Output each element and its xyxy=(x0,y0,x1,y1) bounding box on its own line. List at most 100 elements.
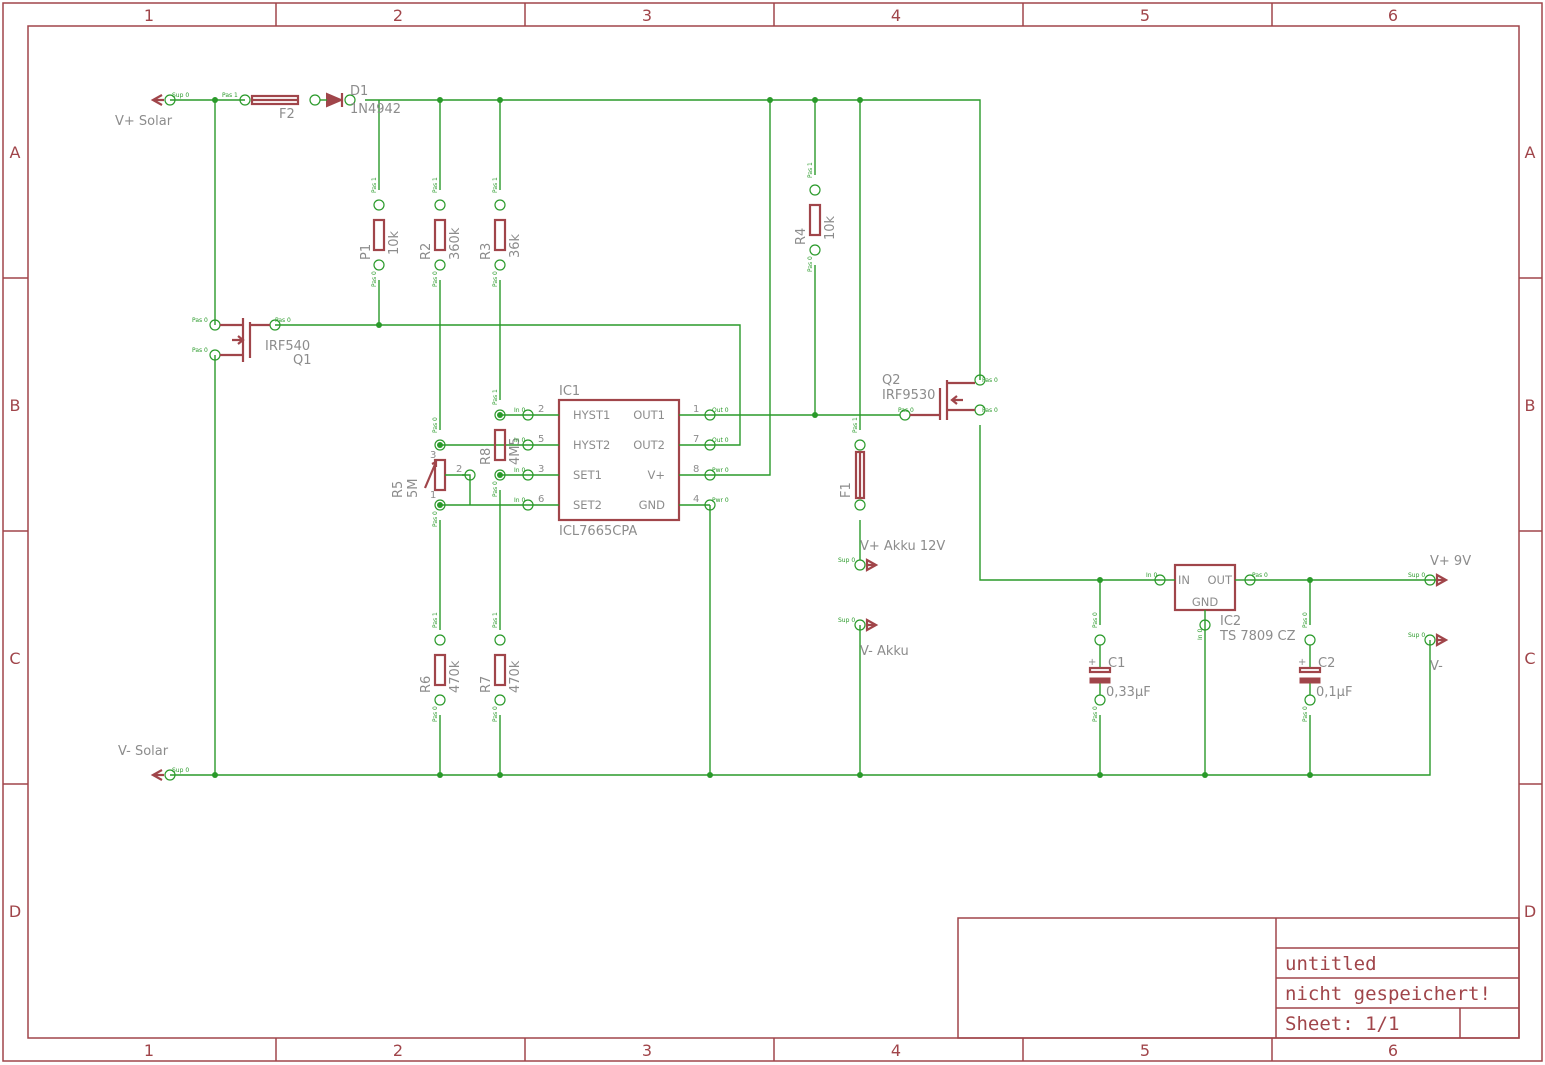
pin-tag: In 0 xyxy=(514,467,525,474)
label-ic2-value: TS 7809 CZ xyxy=(1219,629,1296,644)
pin-tag: Pwr 0 xyxy=(712,467,729,474)
ic2-pin-gnd: GND xyxy=(1192,595,1219,609)
supply-v-plus-akku: Sup 0 V+ Akku 12V xyxy=(838,539,945,572)
label-ic2-name: IC2 xyxy=(1220,614,1241,629)
label-v-plus-9v: V+ 9V xyxy=(1430,554,1471,569)
pin-tag: Pas 0 xyxy=(432,706,439,722)
label-p1-name: P1 xyxy=(359,244,374,260)
capacitor-c1: + Pas 0 Pas 0 C1 0,33µF xyxy=(1088,612,1151,722)
diode-d1: D1 1N4942 xyxy=(320,84,401,117)
label-d1-name: D1 xyxy=(350,84,368,99)
label-ic1-value: ICL7665CPA xyxy=(559,524,637,539)
frame-row-labels-left: A B C D xyxy=(9,143,21,921)
pin-tag: Pas 0 xyxy=(1302,706,1309,722)
pin-tag: Pas 0 xyxy=(432,417,439,433)
pin-tag: In 0 xyxy=(514,407,525,414)
junction xyxy=(497,97,503,103)
resistor-r8: Pas 1 Pas 0 R8 4M5 xyxy=(479,389,523,497)
frame-col-3: 3 xyxy=(642,6,652,25)
junction xyxy=(437,442,443,448)
label-v-plus-solar: V+ Solar xyxy=(115,114,173,129)
pin-number: 8 xyxy=(693,464,699,475)
junction xyxy=(212,772,218,778)
junction xyxy=(1097,577,1103,583)
pin-tag: Pas 1 xyxy=(852,417,859,433)
pin-tag: Pas 0 xyxy=(1092,706,1099,722)
frame-column-labels-top: 1 2 3 4 5 6 xyxy=(144,6,1398,25)
junction xyxy=(1202,772,1208,778)
pin-tag: Sup 0 xyxy=(838,617,855,624)
pin-tag: Sup 0 xyxy=(1408,632,1425,639)
pin-tag: Pas 0 xyxy=(982,407,998,414)
pin-tag: Pas 0 xyxy=(275,317,291,324)
frame-col-6: 6 xyxy=(1388,6,1398,25)
frame-row-b: B xyxy=(10,396,21,415)
frame-col-2: 2 xyxy=(393,6,403,25)
resistor-p1: Pas 1 Pas 0 P1 10k xyxy=(359,177,402,287)
pin-tag: Pas 1 xyxy=(807,162,814,178)
ic2-regulator: In 0 Pas 0 In 0 IN OUT GND IC2 TS 7809 C… xyxy=(1146,563,1296,644)
pin-tag: Pas 1 xyxy=(492,612,499,628)
pin-number: 7 xyxy=(693,434,699,445)
fuse-f1: Pas 1 F1 xyxy=(839,417,866,511)
pin-tag: Pas 1 xyxy=(492,177,499,193)
frame-col-4: 4 xyxy=(891,6,901,25)
junctions xyxy=(212,97,1313,778)
supply-v-plus-solar: Sup 0 V+ Solar xyxy=(115,92,189,129)
label-v-minus: V- xyxy=(1430,659,1443,674)
junction xyxy=(812,97,818,103)
pin-tag: Pas 0 xyxy=(807,256,814,272)
junction xyxy=(1307,772,1313,778)
title-block-sheet: Sheet: 1/1 xyxy=(1285,1013,1399,1035)
ic1-pin-hyst1: HYST1 xyxy=(573,408,610,422)
ic2-pin-in: IN xyxy=(1178,573,1190,587)
junction xyxy=(497,472,503,478)
pin-tag: Pas 0 xyxy=(492,706,499,722)
pin-tag: Pas 0 xyxy=(192,347,208,354)
junction xyxy=(812,412,818,418)
label-c2-name: C2 xyxy=(1318,656,1335,671)
junction xyxy=(437,772,443,778)
frame-row-labels-right: A B C D xyxy=(1524,143,1536,921)
label-r2-value: 360k xyxy=(448,227,463,260)
junction xyxy=(1097,772,1103,778)
potentiometer-r5: Pas 0 Pas 0 3 2 1 R5 5M xyxy=(391,417,476,527)
pin-number: 1 xyxy=(693,404,699,415)
pin-number: 2 xyxy=(456,464,462,475)
frame-col-2-bottom: 2 xyxy=(393,1041,403,1060)
pin-tag: In 0 xyxy=(514,497,525,504)
frame-row-c-right: C xyxy=(1524,649,1535,668)
ic1-pin-gnd: GND xyxy=(639,498,666,512)
resistor-r2: Pas 1 Pas 0 R2 360k xyxy=(419,177,463,287)
junction xyxy=(497,412,503,418)
label-r7-value: 470k xyxy=(508,660,523,693)
ic1-pin-hyst2: HYST2 xyxy=(573,438,610,452)
capacitor-c2: + Pas 0 Pas 0 C2 0,1µF xyxy=(1298,612,1352,722)
label-v-plus-akku: V+ Akku 12V xyxy=(860,539,945,554)
pin-tag: Pas 1 xyxy=(371,177,378,193)
label-r4-value: 10k xyxy=(823,215,838,240)
pin-tag: Pas 0 xyxy=(371,271,378,287)
pin-tag: Pas 0 xyxy=(1302,612,1309,628)
resistor-r3: Pas 1 Pas 0 R3 36k xyxy=(479,177,523,287)
ic1-pin-set1: SET1 xyxy=(573,468,602,482)
frame-row-a: A xyxy=(10,143,21,162)
label-c1-name: C1 xyxy=(1108,656,1125,671)
junction xyxy=(212,97,218,103)
supply-v-plus-9v: Sup 0 V+ 9V xyxy=(1408,554,1471,587)
pin-tag: Out 0 xyxy=(712,407,729,414)
label-r8-name: R8 xyxy=(479,448,494,465)
wires xyxy=(170,99,1440,776)
pin-tag: Pas 0 xyxy=(982,377,998,384)
pin-tag: Pas 0 xyxy=(432,271,439,287)
label-q2-name: Q2 xyxy=(882,373,901,388)
frame-row-c: C xyxy=(9,649,20,668)
frame-column-labels-bottom: 1 2 3 4 5 6 xyxy=(144,1041,1398,1060)
frame-row-b-right: B xyxy=(1525,396,1536,415)
pin-tag: In 0 xyxy=(1197,629,1204,640)
label-r3-value: 36k xyxy=(508,233,523,258)
label-r5-value: 5M xyxy=(406,479,421,499)
pin-tag: Pwr 0 xyxy=(712,497,729,504)
